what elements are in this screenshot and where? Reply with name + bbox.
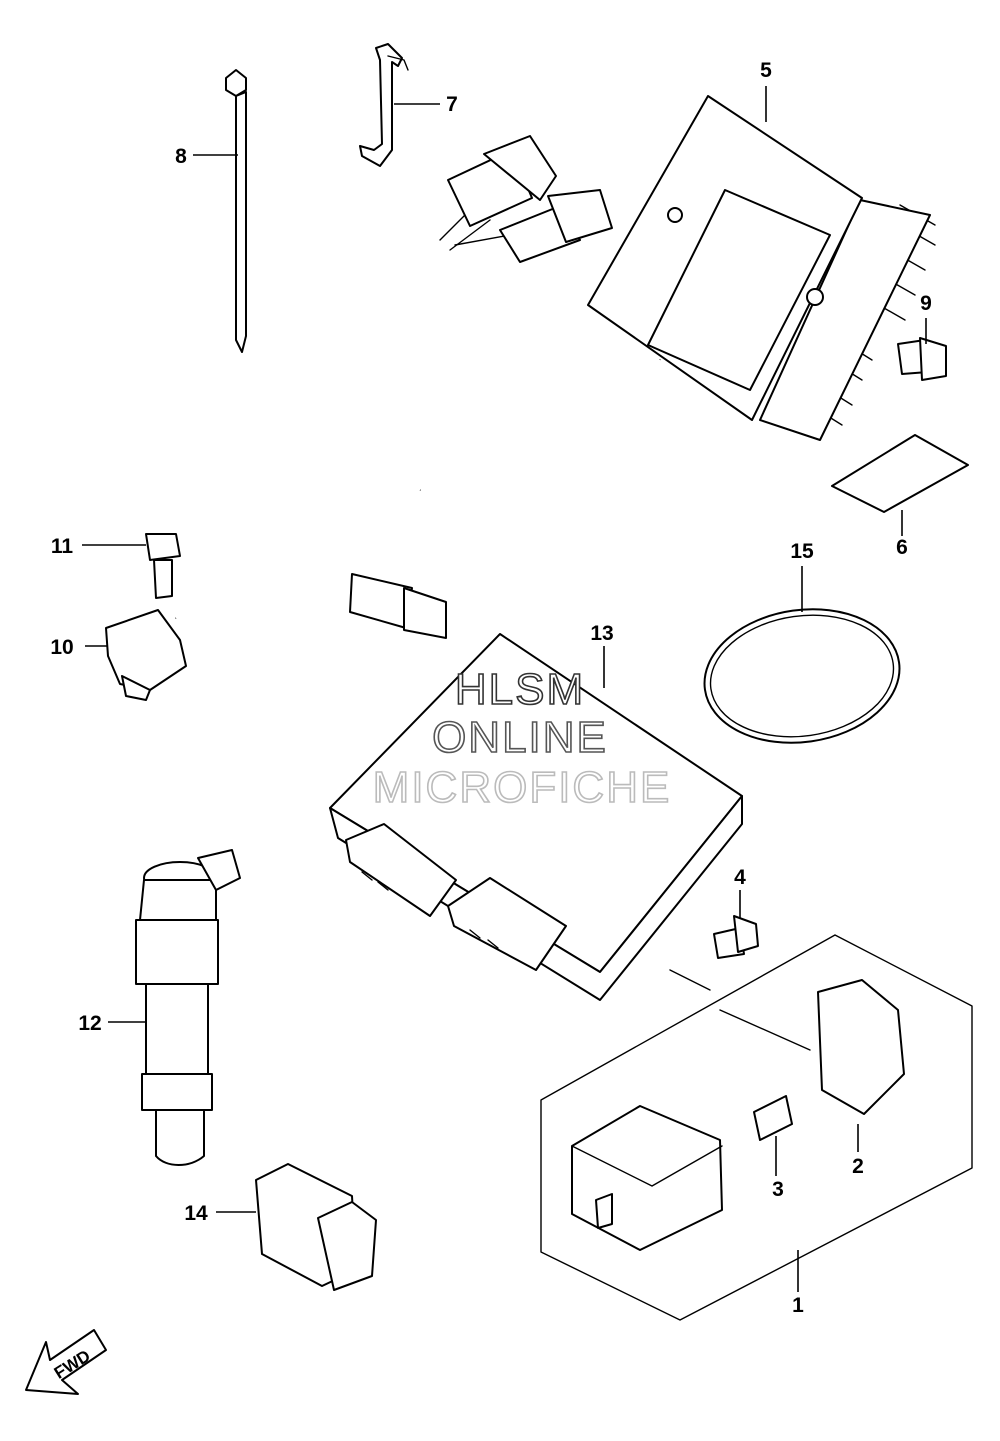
part-13-ecu: [329, 633, 743, 1001]
part-14-connector: [255, 1163, 377, 1291]
callout-4: 4: [734, 866, 746, 889]
part-4-bolt: [713, 915, 759, 959]
callout-1: 1: [792, 1294, 804, 1317]
part-11-bolt: [145, 533, 181, 599]
leader-lines: [82, 86, 927, 1292]
callout-3: 3: [772, 1178, 784, 1201]
watermark-line-3: MICROFICHE: [373, 763, 672, 812]
callout-14: 14: [184, 1202, 208, 1225]
callout-8: 8: [175, 145, 187, 168]
callout-11: 11: [51, 535, 74, 558]
callout-13: 13: [590, 622, 613, 645]
watermark: HLSM ONLINE MICROFICHE: [372, 664, 672, 813]
part-1-relay-assembly: [540, 934, 973, 1321]
callout-2: 2: [852, 1155, 864, 1178]
part-15-oring: [703, 608, 901, 744]
part-9-bolt: [897, 337, 947, 381]
watermark-line-2: ONLINE: [432, 713, 608, 762]
callout-15: 15: [790, 540, 814, 563]
callout-9: 9: [920, 292, 932, 315]
callout-7: 7: [446, 93, 458, 116]
callout-6: 6: [896, 536, 908, 559]
part-10-sensor: [105, 573, 447, 701]
watermark-line-1: HLSM: [455, 665, 585, 714]
callout-12: 12: [78, 1012, 101, 1035]
callout-10: 10: [50, 636, 73, 659]
fwd-badge: FWD: [25, 1329, 107, 1395]
callout-labels: 1 2 3 4 5 6 7 8 9 10 11 12 13 14 15: [50, 59, 932, 1317]
part-12-ignition-coil: [135, 849, 241, 1166]
arrow-down-left-icon: [25, 1329, 107, 1395]
part-7-clamp: [359, 43, 409, 167]
part-5-regulator: [351, 95, 936, 511]
callout-5: 5: [760, 59, 772, 82]
part-8-cable-tie: [225, 69, 247, 353]
part-6-pad: [831, 434, 969, 513]
